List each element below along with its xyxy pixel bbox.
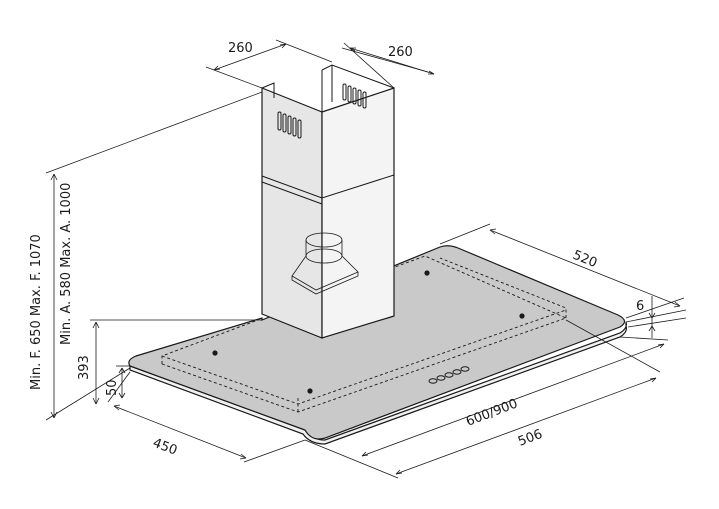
vent-slots-icon: [342, 83, 367, 109]
screw-icon: [212, 350, 218, 356]
dim-label: 260: [228, 41, 253, 56]
dim-chimney-width-right: 260: [341, 42, 435, 89]
dim-label: 50: [105, 379, 120, 396]
canopy: [128, 245, 627, 445]
chimney: [261, 64, 395, 339]
dim-front-height: 50: [105, 365, 130, 399]
dim-chimney-width-left: 260: [205, 39, 333, 89]
chimney-right-face: [321, 87, 395, 339]
dim-label: 600/900: [464, 396, 520, 429]
dim-label-range-filter: Min. F. 650 Max. F. 1070: [29, 234, 44, 390]
dim-label: 393: [77, 355, 92, 380]
dim-label: 506: [516, 427, 545, 450]
canopy-top: [128, 245, 626, 440]
dim-label: 450: [151, 436, 180, 459]
chimney-left-face: [261, 87, 323, 339]
dim-label: 260: [388, 45, 413, 60]
filter-outline: [161, 255, 568, 413]
dim-canopy-height: 393: [77, 319, 262, 405]
dim-overall-height: Min. F. 650 Max. F. 1070 Min. A. 580 Max…: [29, 91, 263, 421]
dim-label-range-air: Min. A. 580 Max. A. 1000: [59, 183, 74, 345]
duct-connector-icon: [291, 232, 359, 295]
screw-icon: [307, 388, 313, 394]
dim-glass-thickness: 6: [625, 296, 687, 338]
screw-icon: [519, 313, 525, 319]
chimney-seam: [261, 174, 395, 199]
control-buttons-icon: [428, 366, 470, 384]
dim-label: 6: [636, 299, 644, 314]
dim-depth: 520: [439, 223, 685, 319]
vent-slots-icon: [277, 111, 302, 139]
screw-icon: [424, 270, 430, 276]
